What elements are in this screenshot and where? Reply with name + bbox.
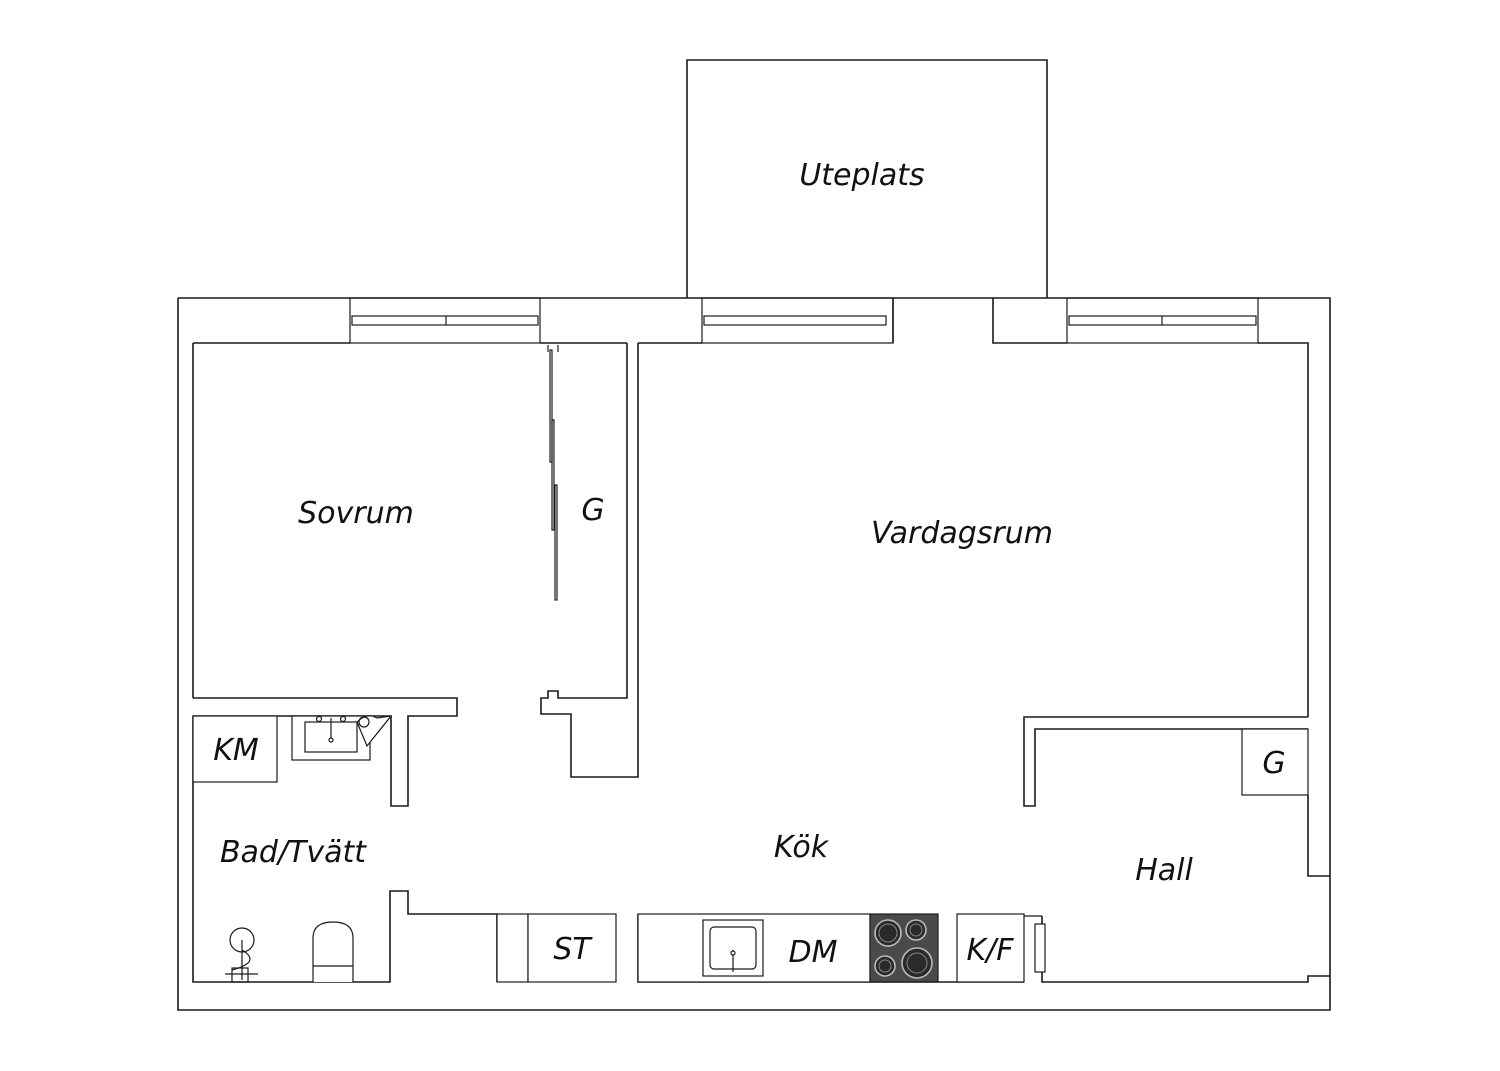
- hall-wardrobe: [1241, 728, 1309, 796]
- terrace: [686, 59, 1048, 298]
- label-garderob-hall: G: [1262, 746, 1285, 781]
- label-bad-tvatt: Bad/Tvätt: [220, 835, 367, 870]
- label-uteplats: Uteplats: [799, 158, 924, 193]
- windows: [349, 297, 1259, 344]
- label-dm: DM: [789, 935, 838, 970]
- outer-walls: [177, 297, 1331, 1011]
- washing-machine: [192, 715, 278, 783]
- toilet-icon: [312, 921, 354, 982]
- label-vardagsrum: Vardagsrum: [871, 516, 1053, 551]
- label-sovrum: Sovrum: [298, 496, 414, 531]
- label-hall: Hall: [1135, 853, 1193, 888]
- bathroom-fixtures: [192, 715, 393, 983]
- label-km: KM: [213, 733, 259, 768]
- fridge-freezer: [956, 913, 1025, 983]
- label-kf: K/F: [966, 933, 1014, 968]
- interior-walls: [193, 343, 1308, 807]
- label-kok: Kök: [774, 830, 830, 865]
- room-labels: Uteplats Sovrum G Vardagsrum KM Bad/Tvät…: [213, 158, 1285, 970]
- stove-unit: [527, 913, 617, 983]
- label-garderob-sovrum: G: [581, 493, 604, 528]
- kitchen-fixtures: [496, 728, 1309, 983]
- label-st: ST: [553, 932, 593, 967]
